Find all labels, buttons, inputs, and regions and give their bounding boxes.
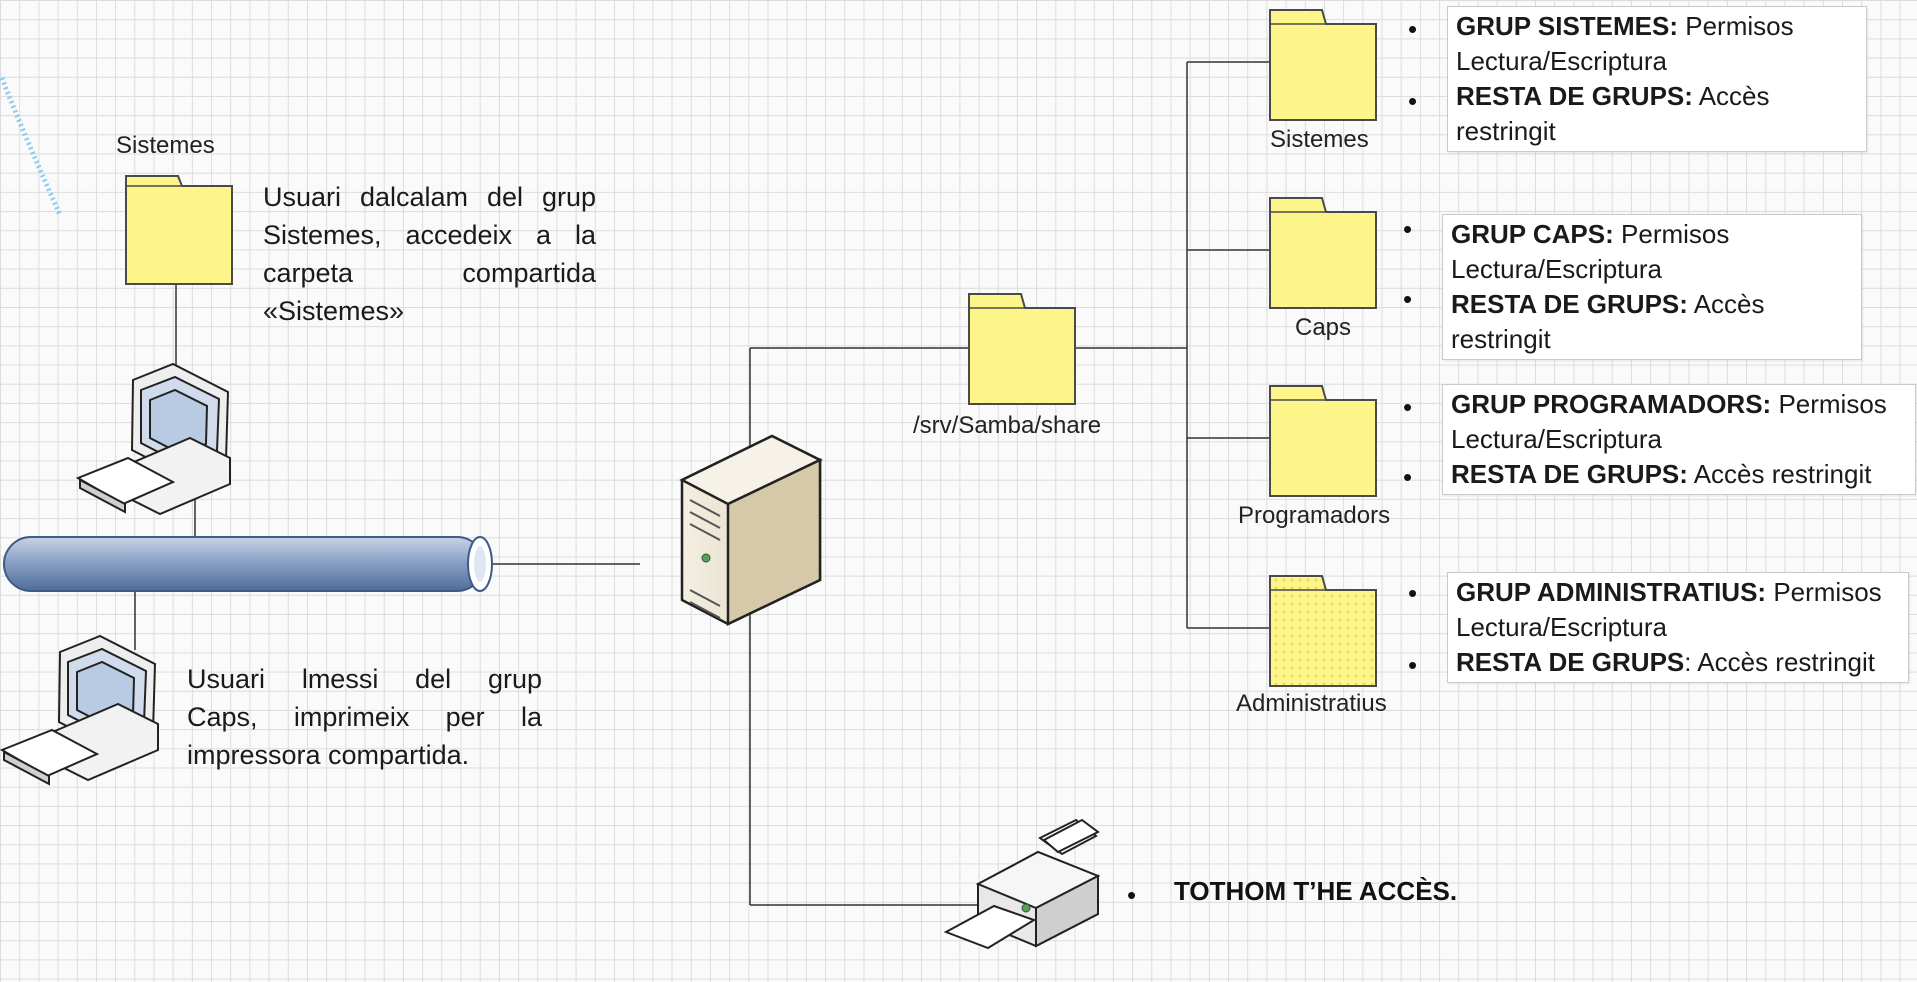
perm-group: GRUP SISTEMES: [1456,11,1679,41]
connector-lines [134,61,1270,906]
user2-desc-line: Caps, imprimeix per la [187,702,542,732]
user1-desc-line: Sistemes, accedeix a la [263,220,596,250]
bullet: • [1403,392,1413,422]
bullet: • [1403,284,1413,314]
perm-line: Lectura/Escriptura [1456,46,1667,76]
user1-description: Usuari dalcalam del grup Sistemes, acced… [263,178,596,330]
user2-description: Usuari lmessi del grup Caps, imprimeix p… [187,660,542,774]
folder-icon-administratius [1269,575,1377,687]
perm-rest-label: RESTA DE GRUPS: [1451,289,1688,319]
folder-icon-sistemes-left [125,175,233,285]
workstation-icon-2 [0,634,159,786]
perm-rest-text: Accès restringit [1693,459,1872,489]
folder-icon-share-root [968,293,1076,405]
printer-icon [943,818,1101,950]
perm-box-programadors: GRUP PROGRAMADORS: Permisos Lectura/Escr… [1442,384,1916,495]
perm-text: Permisos [1778,389,1887,419]
perm-line: GRUP SISTEMES: Permisos [1456,9,1858,44]
perm-rest-text: Accès restringit [1456,81,1770,146]
perm-group: GRUP PROGRAMADORS: [1451,389,1772,419]
perm-box-caps: GRUP CAPS: Permisos Lectura/Escriptura R… [1442,214,1862,360]
perm-rest-label: RESTA DE GRUPS: [1451,459,1688,489]
folder-label-caps: Caps [1295,314,1352,341]
folder-label-programadors: Programadors [1238,502,1391,529]
perm-group: GRUP CAPS: [1451,219,1614,249]
perm-line: GRUP PROGRAMADORS: Permisos [1451,387,1907,422]
folder-label-sistemes-left: Sistemes [116,132,215,159]
perm-box-administratius: GRUP ADMINISTRATIUS: Permisos Lectura/Es… [1447,572,1909,683]
folder-label-administratius: Administratius [1236,690,1387,717]
perm-box-sistemes: GRUP SISTEMES: Permisos Lectura/Escriptu… [1447,6,1867,152]
bullet: • [1403,462,1413,492]
share-root-label: /srv/Samba/share [913,412,1102,439]
bullet: • [1408,650,1418,680]
perm-line: RESTA DE GRUPS: Accès restringit [1451,287,1853,357]
folder-icon-programadors [1269,385,1377,497]
perm-rest-text: Accès restringit [1451,289,1765,354]
user1-desc-line: carpeta compartida [263,258,596,288]
perm-rest-text: : Accès restringit [1684,647,1875,677]
user1-desc-line: «Sistemes» [263,296,405,326]
bullet: • [1408,578,1418,608]
pen-stroke-decoration [0,77,63,217]
perm-line: RESTA DE GRUPS: Accès restringit [1456,645,1900,680]
folder-label-sistemes: Sistemes [1270,126,1369,153]
perm-text: Permisos [1773,577,1882,607]
user2-desc-line: Usuari lmessi del grup [187,664,542,694]
bullet: • [1403,214,1413,244]
perm-text: Permisos [1685,11,1794,41]
perm-line: Lectura/Escriptura [1451,424,1662,454]
bullet: • [1408,14,1418,44]
bullet: • [1408,86,1418,116]
workstation-icon-1 [75,362,231,516]
perm-line: Lectura/Escriptura [1456,612,1667,642]
perm-line: Lectura/Escriptura [1451,254,1662,284]
bullet: • [1127,880,1137,910]
network-bus-icon [3,536,493,592]
perm-text: Permisos [1621,219,1730,249]
perm-rest-label: RESTA DE GRUPS: [1456,81,1693,111]
perm-line: GRUP ADMINISTRATIUS: Permisos [1456,575,1900,610]
perm-group: GRUP ADMINISTRATIUS: [1456,577,1767,607]
perm-line: RESTA DE GRUPS: Accès restringit [1451,457,1907,492]
folder-icon-sistemes [1269,9,1377,121]
folder-icon-caps [1269,197,1377,309]
user1-desc-line: Usuari dalcalam del grup [263,182,596,212]
user2-desc-line: impressora compartida. [187,740,470,770]
server-icon [679,434,823,626]
perm-line: RESTA DE GRUPS: Accès restringit [1456,79,1858,149]
perm-rest-label: RESTA DE GRUPS [1456,647,1685,677]
perm-line: GRUP CAPS: Permisos [1451,217,1853,252]
printer-access-note: TOTHOM T’HE ACCÈS. [1174,876,1458,906]
